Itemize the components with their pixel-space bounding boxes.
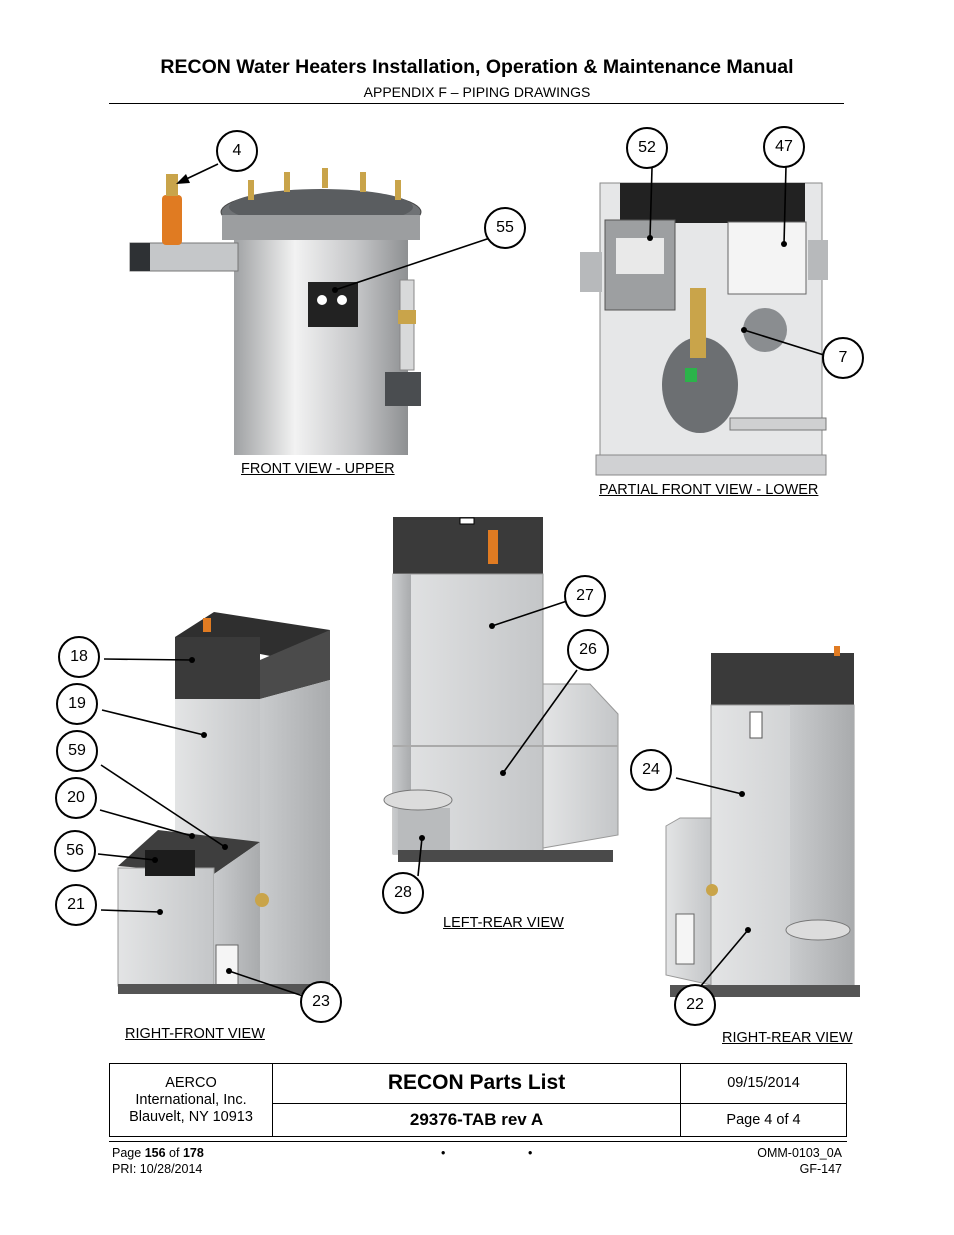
left-rear-view-drawing <box>383 517 619 862</box>
front-view-upper-drawing <box>129 168 422 455</box>
title-block: AERCO International, Inc. Blauvelt, NY 1… <box>109 1063 847 1138</box>
footer-bullet-left: • <box>441 1146 446 1160</box>
page-subtitle: APPENDIX F – PIPING DRAWINGS <box>363 84 591 100</box>
title-block-company: AERCO International, Inc. Blauvelt, NY 1… <box>109 1063 273 1137</box>
footer-bullet-right: • <box>528 1146 533 1160</box>
partial-front-view-lower-drawing <box>580 182 828 476</box>
callout-7: 7 <box>822 337 864 379</box>
footer-divider <box>109 1141 847 1142</box>
callout-18: 18 <box>58 636 100 678</box>
caption-front-view-upper: FRONT VIEW - UPPER <box>241 461 395 477</box>
document-date: 09/15/2014 <box>680 1063 847 1104</box>
right-rear-view-drawing <box>665 646 860 997</box>
caption-left-rear-view: LEFT-REAR VIEW <box>443 915 564 931</box>
company-address: Blauvelt, NY 10913 <box>129 1108 253 1125</box>
callout-47: 47 <box>763 126 805 168</box>
caption-partial-front-view-lower: PARTIAL FRONT VIEW - LOWER <box>599 482 819 498</box>
callout-24: 24 <box>630 749 672 791</box>
caption-right-rear-view: RIGHT-REAR VIEW <box>722 1030 853 1046</box>
callout-27: 27 <box>564 575 606 617</box>
header-divider <box>109 103 844 104</box>
footer-page-number: Page 156 of 178 <box>112 1146 204 1160</box>
callout-23: 23 <box>300 981 342 1023</box>
footer-document-id: OMM-0103_0A <box>757 1146 842 1160</box>
callout-52: 52 <box>626 127 668 169</box>
right-front-view-drawing <box>117 612 333 994</box>
footer-form-id: GF-147 <box>799 1162 842 1176</box>
callout-21: 21 <box>55 884 97 926</box>
callout-56: 56 <box>54 830 96 872</box>
document-page: Page 4 of 4 <box>680 1102 847 1138</box>
company-name-line2: International, Inc. <box>135 1091 247 1108</box>
caption-right-front-view: RIGHT-FRONT VIEW <box>125 1026 265 1042</box>
callout-20: 20 <box>55 777 97 819</box>
page-title: RECON Water Heaters Installation, Operat… <box>160 56 794 78</box>
callout-55: 55 <box>484 207 526 249</box>
company-name: AERCO <box>165 1074 217 1091</box>
callout-22: 22 <box>674 984 716 1026</box>
document-number: 29376-TAB rev A <box>272 1102 681 1138</box>
document-title: RECON Parts List <box>272 1063 681 1104</box>
footer-pri-date: PRI: 10/28/2014 <box>112 1162 203 1176</box>
callout-arrow-and-dots <box>152 174 787 974</box>
callout-59: 59 <box>56 730 98 772</box>
callout-26: 26 <box>567 629 609 671</box>
callout-28: 28 <box>382 872 424 914</box>
callout-4: 4 <box>216 130 258 172</box>
callout-19: 19 <box>56 683 98 725</box>
